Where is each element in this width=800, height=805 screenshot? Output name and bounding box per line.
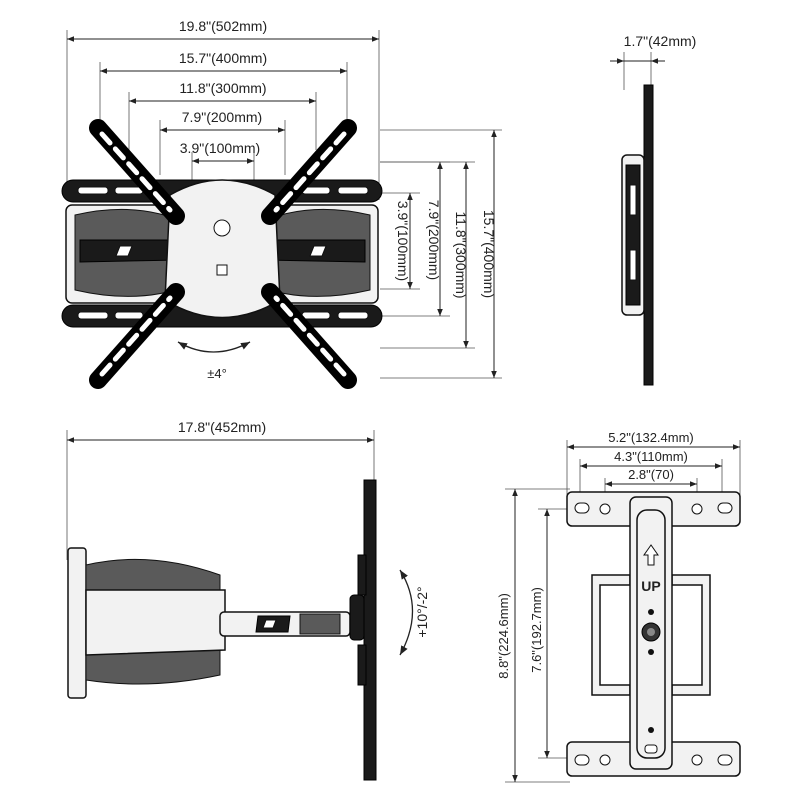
front-horizontal-dimensions: 19.8"(502mm) 15.7"(400mm) 11.8"(300mm) 7… — [66, 18, 380, 200]
plate-h192-label: 7.6"(192.7mm) — [529, 587, 544, 673]
front-v300-label: 11.8"(300mm) — [453, 211, 469, 298]
front-width-total-label: 19.8"(502mm) — [179, 18, 267, 34]
front-v400-label: 15.7"(400mm) — [481, 210, 497, 298]
front-mount-illustration: ±4° — [61, 119, 383, 389]
side-tilt-label: +10°/-2° — [414, 586, 430, 637]
front-v100-label: 3.9"(100mm) — [395, 201, 411, 281]
front-v200-label: 7.9"(200mm) — [426, 200, 442, 280]
side-depth-label: 1.7"(42mm) — [624, 33, 697, 49]
side-extension-label: 17.8"(452mm) — [178, 419, 266, 435]
front-h300-label: 11.8"(300mm) — [179, 80, 266, 96]
wall-plate-view: 5.2"(132.4mm) 4.3"(110mm) 2.8"(70) 8.8"(… — [496, 430, 741, 783]
side-view-bottom: 17.8"(452mm) +10°/-2° — [66, 419, 430, 781]
front-h100-label: 3.9"(100mm) — [180, 140, 260, 156]
plate-w110-label: 4.3"(110mm) — [614, 449, 688, 464]
front-view: 19.8"(502mm) 15.7"(400mm) 11.8"(300mm) 7… — [61, 18, 502, 389]
plate-up-label: UP — [641, 578, 660, 594]
front-rotation-label: ±4° — [207, 366, 227, 381]
plate-w70-label: 2.8"(70) — [628, 467, 674, 482]
side-view-top: 1.7"(42mm) — [610, 33, 697, 386]
front-h400-label: 15.7"(400mm) — [179, 50, 267, 66]
plate-w-total-label: 5.2"(132.4mm) — [608, 430, 694, 445]
plate-h-total-label: 8.8"(224.6mm) — [496, 593, 511, 679]
front-vertical-dimensions: 3.9"(100mm) 7.9"(200mm) 11.8"(300mm) 15.… — [380, 129, 502, 379]
front-h200-label: 7.9"(200mm) — [182, 109, 262, 125]
